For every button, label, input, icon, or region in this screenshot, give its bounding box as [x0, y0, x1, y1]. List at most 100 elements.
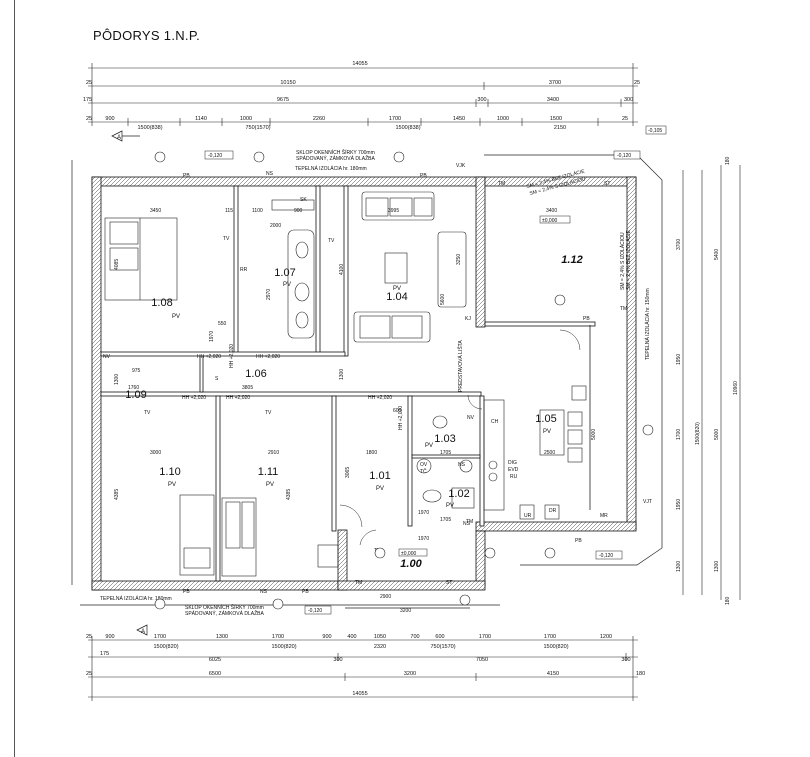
note-insulation-right: TEPELNÁ IZOLÁCIA hr. 150mm	[644, 288, 651, 360]
dim-right-9: 1300	[676, 561, 682, 572]
dim-bot-r1-2: 1700	[154, 634, 166, 640]
note-slope-bot-1: SKLOP OKENNÍCH ŠÍRKY 700mm	[185, 604, 264, 611]
dim-r111-h: 4385	[286, 489, 292, 500]
tag-dr: DR	[549, 508, 557, 514]
tag-evd: EVD	[508, 467, 519, 473]
room-111-number: 1.11	[258, 466, 279, 478]
dim-top-r4-7: 1000	[497, 116, 509, 122]
dim-r105-w: 2500	[544, 450, 555, 456]
dim-bot-r3-4: 180	[636, 671, 645, 677]
dim-top-r4-9: 25	[622, 116, 628, 122]
room-100-number: 1.00	[400, 558, 422, 570]
dim-r107-top: 900	[294, 208, 303, 214]
level-c: -0,120	[308, 608, 322, 614]
level-d: -0,120	[599, 553, 613, 559]
level-boxes	[204, 125, 667, 615]
room-107-floor: PV	[283, 282, 291, 288]
dim-bot-r1-5: 900	[322, 634, 331, 640]
tag-tv3: TV	[144, 410, 151, 416]
dim-r109-w: 1760	[128, 385, 139, 391]
dim-top-sub-3: 2150	[554, 125, 566, 131]
dim-1970: 1970	[209, 331, 215, 342]
dim-1100: 1100	[252, 208, 263, 214]
dim-top-r4-8: 1500	[550, 116, 562, 122]
dim-right-10: 1300	[714, 561, 720, 572]
tag-ns3: NS	[463, 521, 471, 527]
dim-bot-r1-11: 1700	[544, 634, 556, 640]
dim-bot-r3-0: 25	[86, 671, 92, 677]
dim-top-total: 14055	[352, 61, 367, 67]
tag-tm4: TM	[466, 519, 473, 525]
room-108-number: 1.08	[151, 297, 172, 309]
level-zero-2: ±0,000	[401, 551, 416, 557]
room-101-floor: PV	[376, 486, 384, 492]
tag-mr: MR	[600, 513, 608, 519]
dim-right-5: 1500(820)	[695, 422, 701, 445]
dim-bot-r1-12: 1200	[600, 634, 612, 640]
room-103-floor: PV	[425, 443, 433, 449]
dim-r111-w: 2910	[268, 450, 279, 456]
room-104-floor: PV	[393, 286, 401, 292]
bed-111	[221, 497, 257, 577]
dim-top-sub-2: 1500(838)	[395, 125, 420, 131]
dim-r105-h: 5000	[591, 429, 597, 440]
living-104-furniture	[353, 191, 467, 343]
dim-r104-s: 3250	[456, 254, 462, 265]
dim-bot-r1-4: 1700	[272, 634, 284, 640]
terrace-outline	[71, 154, 663, 609]
interior-walls	[100, 185, 596, 582]
outer-walls	[91, 176, 637, 591]
section-mark-top	[111, 130, 140, 142]
dim-r109-b: 1300	[114, 374, 120, 385]
note-slope-top-1: SKLOP OKENNÍCH ŠÍRKY 700mm	[296, 149, 375, 156]
dim-bot-r2-1: 6025	[209, 657, 221, 663]
room-106-number: 1.06	[245, 368, 266, 380]
note-slope-top-2: SPÁDOVANÝ, ZÁMKOVÁ DLAŽBA	[296, 154, 375, 162]
dim-r104-h: 4100	[339, 264, 345, 275]
top-dimension-lines	[88, 63, 638, 126]
dim-r104-w: 3995	[388, 208, 399, 214]
dim-top-r4-4: 2260	[313, 116, 325, 122]
note-sm4: SM = 2,4% BEZ IZOLÁCIE	[625, 229, 632, 290]
dim-bot-r1-7: 1050	[374, 634, 386, 640]
tag-tm3: TM	[355, 580, 362, 586]
bath-107-fixtures	[271, 199, 315, 339]
level-pos: -0,105	[648, 128, 662, 134]
room-102-floor: PV	[446, 503, 454, 509]
dim-top-r3-2: 300	[477, 97, 486, 103]
dim-top-r4-1: 900	[105, 116, 114, 122]
hh-3: HH +2,020	[182, 395, 206, 401]
dim-bot-r2-2: 300	[333, 657, 342, 663]
dim-bot-r2-4: 300	[621, 657, 630, 663]
dim-r112-w: 3400	[546, 208, 557, 214]
room-104-number: 1.04	[386, 291, 407, 303]
tag-ru: RU	[510, 474, 518, 480]
dim-bot-sub-0: 1500(820)	[153, 644, 178, 650]
room-105-number: 1.05	[535, 413, 556, 425]
dim-bot-r1-6: 400	[347, 634, 356, 640]
level-b: -0,120	[617, 153, 631, 159]
dim-top-r3-0: 175	[83, 97, 92, 103]
hh-4: HH +2,020	[226, 395, 250, 401]
section-label-bottom: A	[141, 629, 145, 635]
room-109-number: 1.09	[125, 389, 146, 401]
tag-tm1: TM	[498, 181, 505, 187]
dim-bot-r3-2: 3200	[404, 671, 416, 677]
dim-top-r2-2: 3700	[549, 80, 561, 86]
tag-pb1: PB	[183, 173, 190, 179]
equipment-tags: PB PB PB PB PB PB NS NS NS TV TV TV TV T…	[103, 163, 652, 595]
dim-right-1: 3700	[676, 239, 682, 250]
note-sm3: SM = 2,4% S IZOLÁCIOU	[619, 232, 626, 290]
bath-103-102-fixtures	[317, 415, 475, 568]
dim-r110-w: 3000	[150, 450, 161, 456]
dim-right-8: 1950	[676, 499, 682, 510]
dim-bot-sub-1: 1500(820)	[271, 644, 296, 650]
dim-550: 550	[218, 321, 227, 327]
dim-r101-w: 1800	[366, 450, 377, 456]
tag-ns4: NS	[458, 462, 466, 468]
room-110-number: 1.10	[159, 466, 180, 478]
hh-1: HH +2,020	[197, 354, 221, 360]
dim-bot-r1-3: 1300	[216, 634, 228, 640]
bottom-dimension-texts: 25 900 1700 1300 1700 900 400 1050 700 6…	[86, 634, 645, 697]
